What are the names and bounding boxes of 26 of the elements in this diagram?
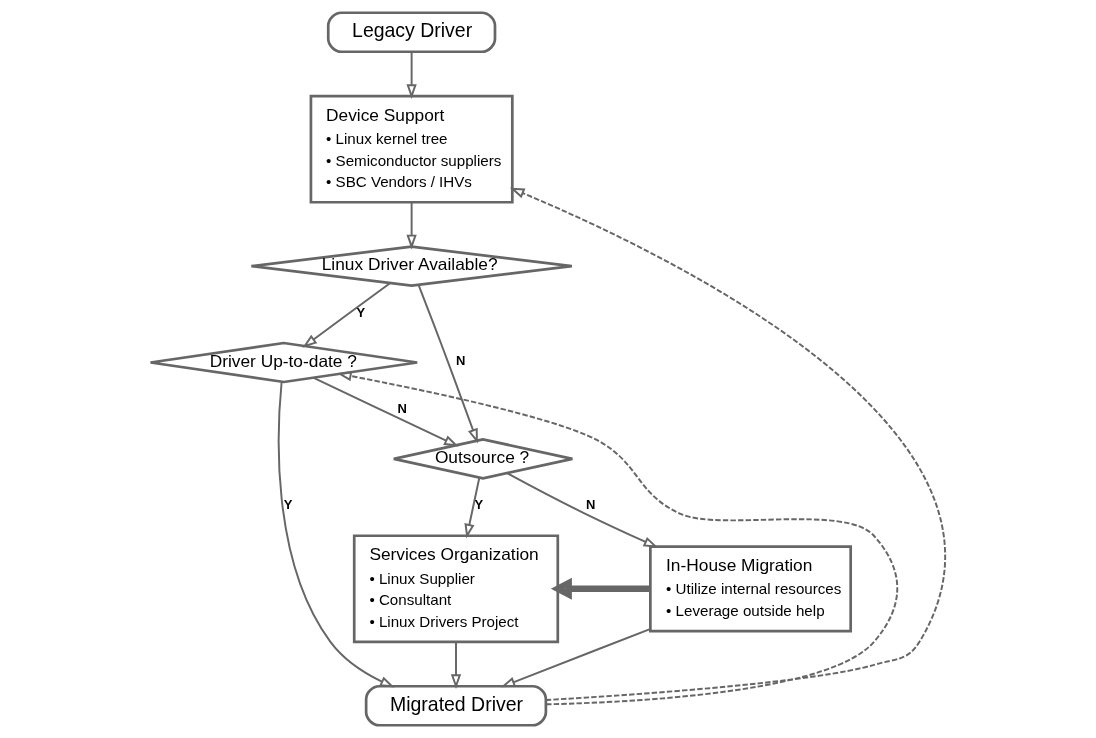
node-box: In-House Migration • Utilize internal resources • Leverage outside help [649, 545, 853, 633]
edge-label: N [456, 352, 466, 368]
arrow [312, 376, 459, 447]
arrow [277, 381, 395, 688]
node-box: Migrated Driver [364, 684, 548, 727]
arrow [302, 282, 391, 348]
edge-label: Y [283, 497, 293, 513]
arrow [406, 201, 417, 250]
arrow [509, 187, 946, 701]
node-diamond: Linux Driver Available? [250, 245, 574, 287]
arrow [506, 472, 659, 548]
arrow [336, 371, 899, 706]
arrow [550, 577, 651, 600]
arrow [406, 50, 417, 99]
arrow [417, 284, 478, 444]
node-box: Services Organization • Linux Supplier • Consultant • Linux Drivers Project [352, 534, 560, 644]
arrow [450, 640, 462, 689]
edge-label: Y [356, 304, 366, 320]
arrow [464, 476, 481, 539]
node-box: Legacy Driver [326, 11, 497, 54]
arrow [500, 628, 651, 688]
node-diamond: Outsource ? [392, 438, 574, 480]
node-box: Device Support • Linux kernel tree • Semiconductor suppliers • SBC Vendors / IHVs [309, 94, 514, 204]
edge-label: N [585, 497, 596, 513]
edge-label: N [397, 400, 407, 416]
edge-label: Y [474, 497, 484, 513]
